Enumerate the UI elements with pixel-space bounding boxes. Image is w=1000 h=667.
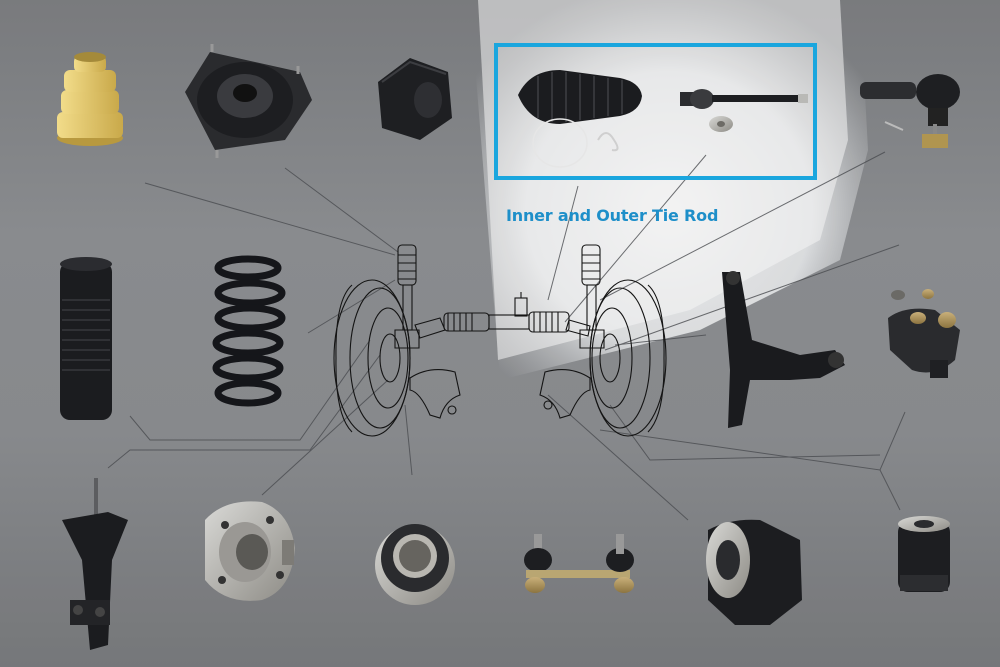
tie-rod-label: Inner and Outer Tie Rod — [506, 206, 719, 225]
wheel-hub-part — [205, 501, 295, 601]
sway-bar-bushing-part — [378, 58, 452, 140]
suspension-schematic — [333, 244, 667, 437]
shock-absorber-part — [62, 478, 128, 650]
control-arm-part — [722, 271, 845, 428]
ball-joint-part — [888, 289, 960, 378]
strut-mount-part — [185, 44, 312, 158]
wheel-bearing-part — [375, 524, 455, 605]
leader-lines — [107, 151, 906, 521]
coil-spring-part — [212, 255, 286, 407]
outer-tie-rod-end-part — [860, 74, 960, 148]
stabilizer-link-part — [524, 534, 634, 593]
bump-stop-part — [57, 52, 123, 146]
tie-rod-kit-part — [518, 70, 808, 168]
control-arm-bushing-part — [706, 519, 802, 625]
tie-rod-highlight-box — [494, 43, 817, 180]
strut-boot-part — [60, 257, 112, 420]
rear-bushing-part — [898, 516, 950, 592]
